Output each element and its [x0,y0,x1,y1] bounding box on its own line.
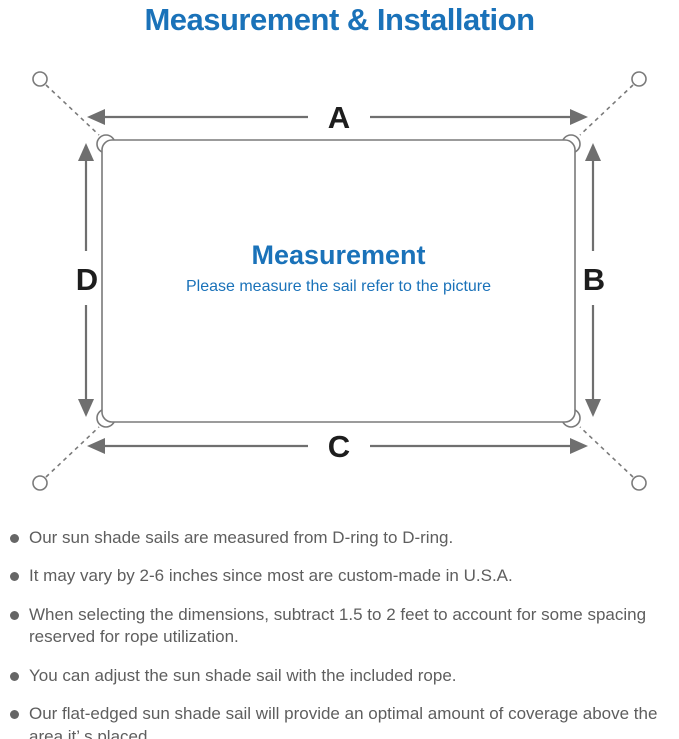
dimension-label-c: C [328,429,350,464]
bullet-text: When selecting the dimensions, subtract … [29,604,647,647]
sail-diagram-canvas: A C D B [32,71,647,491]
sail-outline [101,139,576,423]
arrowhead-left-icon [87,438,105,454]
arrowhead-right-icon [570,438,588,454]
bullet-dot-icon [10,671,19,681]
sail-measurement-diagram: A C D B Measurement Please measure the s… [0,55,679,525]
anchor-ring-top-left-icon [32,71,48,87]
bullet-item: Our flat-edged sun shade sail will provi… [10,703,672,739]
bullet-item: When selecting the dimensions, subtract … [10,604,672,649]
bullet-text: Our flat-edged sun shade sail will provi… [29,704,658,739]
bullet-dot-icon [10,610,19,620]
bullet-dot-icon [10,710,19,720]
arrowhead-up-icon [78,143,94,161]
bullet-text: Our sun shade sails are measured from D-… [29,528,454,547]
anchor-ring-top-right-icon [631,71,647,87]
dimension-label-b: B [583,262,605,297]
anchor-ring-bottom-right-icon [631,475,647,491]
bullet-text: You can adjust the sun shade sail with t… [29,665,457,685]
rope-line-top-right [579,84,634,136]
arrowhead-down-icon [78,399,94,417]
arrowhead-right-icon [570,109,588,125]
bullet-text: It may vary by 2-6 inches since most are… [29,566,513,586]
bullet-item: You can adjust the sun shade sail with t… [10,665,672,687]
rope-line-top-left [45,84,100,136]
dimension-label-a: A [328,100,350,135]
bullet-dot-icon [10,572,19,582]
instruction-bullet-list: Our sun shade sails are measured from D-… [10,527,672,739]
anchor-ring-bottom-left-icon [32,475,48,491]
bullet-item: It may vary by 2-6 inches since most are… [10,565,672,587]
page-title: Measurement & Installation [144,2,535,37]
bullet-item: Our sun shade sails are measured from D-… [10,527,672,549]
arrowhead-up-icon [585,143,601,161]
rope-line-bottom-left [45,426,100,478]
dimension-label-d: D [76,262,98,297]
rope-line-bottom-right [579,426,634,478]
bullet-dot-icon [10,534,19,543]
arrowhead-down-icon [585,399,601,417]
arrowhead-left-icon [87,109,105,125]
